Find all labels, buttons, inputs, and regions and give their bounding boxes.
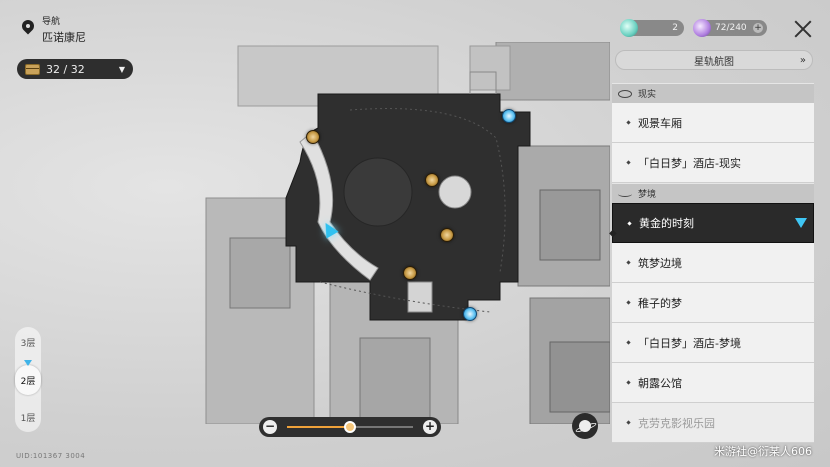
bullet-icon xyxy=(626,420,631,425)
star-rail-map-button[interactable]: 星轨航图 » xyxy=(615,50,813,70)
zoom-slider[interactable] xyxy=(287,421,413,433)
list-item-label: 黄金的时刻 xyxy=(639,217,694,230)
chest-count: 32 / 32 xyxy=(46,62,85,76)
bullet-icon xyxy=(626,300,631,305)
list-item-clock-studios[interactable]: 克劳克影视乐园 xyxy=(612,403,814,443)
treasure-chest-counter[interactable]: 32 / 32 ▼ xyxy=(17,59,133,79)
bullet-icon xyxy=(627,220,632,226)
chevron-down-icon: ▼ xyxy=(118,64,125,74)
eye-icon xyxy=(618,89,632,98)
bullet-icon xyxy=(626,260,631,265)
list-item-dream-edge[interactable]: 筑梦边境 xyxy=(612,243,814,283)
map-canvas[interactable] xyxy=(200,42,610,424)
zoom-slider-fill xyxy=(287,426,350,428)
fuel-orb-icon xyxy=(620,19,638,37)
section-title: 梦境 xyxy=(638,190,657,200)
list-item-childs-dream[interactable]: 稚子的梦 xyxy=(612,283,814,323)
bullet-icon xyxy=(626,120,631,125)
map-pin-icon xyxy=(20,20,36,40)
floor-label: 2层 xyxy=(20,376,36,387)
star-rail-map-label: 星轨航图 xyxy=(694,56,734,68)
floor-button-3[interactable]: 3层 xyxy=(20,338,36,349)
add-power-button[interactable]: + xyxy=(753,23,763,33)
planet-icon[interactable] xyxy=(572,413,598,439)
list-item-label: 朝露公馆 xyxy=(638,376,682,390)
space-anchor-icon[interactable] xyxy=(463,307,477,321)
section-reality: 现实 xyxy=(612,83,814,103)
floor-button-2[interactable]: 2层 xyxy=(15,360,41,395)
space-anchor-icon[interactable] xyxy=(502,109,516,123)
map-layout xyxy=(205,42,610,424)
watermark: 米游社@衍某人606 xyxy=(714,445,812,458)
zoom-out-button[interactable]: − xyxy=(263,419,277,434)
bullet-icon xyxy=(626,340,631,345)
treasure-chest-icon xyxy=(25,63,40,75)
section-dreamscape: 梦境 xyxy=(612,183,814,203)
selection-pointer-icon: ◆ xyxy=(609,228,617,239)
navigation-label: 导航 xyxy=(42,17,61,27)
list-item-label: 克劳克影视乐园 xyxy=(638,416,715,430)
list-item-label: 筑梦边境 xyxy=(638,256,682,270)
npc-marker[interactable] xyxy=(440,228,454,242)
zoom-in-button[interactable]: + xyxy=(423,419,437,434)
location-name: 匹诺康尼 xyxy=(42,31,86,44)
list-item-label: 观景车厢 xyxy=(638,116,682,130)
trailblaze-power-icon xyxy=(693,19,711,37)
list-item-label: 「白日梦」酒店-现实 xyxy=(638,156,741,170)
zoom-control: − + xyxy=(259,417,441,437)
list-item-label: 稚子的梦 xyxy=(638,296,682,310)
double-chevron-right-icon: » xyxy=(799,54,806,66)
bullet-icon xyxy=(626,160,631,165)
location-list[interactable]: 现实 观景车厢 「白日梦」酒店-现实 梦境 黄金的时刻 筑梦边境 稚子的梦 「白… xyxy=(612,83,814,467)
current-location-icon xyxy=(795,218,807,228)
floor-button-1[interactable]: 1层 xyxy=(20,413,36,424)
list-item-hotel-dreamscape[interactable]: 「白日梦」酒店-梦境 xyxy=(612,323,814,363)
list-item-dewlight-pavilion[interactable]: 朝露公馆 xyxy=(612,363,814,403)
uid-label: UID:101367 3004 xyxy=(16,452,86,460)
list-item-observation-car[interactable]: 观景车厢 xyxy=(612,103,814,143)
npc-marker[interactable] xyxy=(306,130,320,144)
trailblaze-power-value: 72/240 xyxy=(715,23,747,33)
current-floor-icon xyxy=(24,360,32,366)
navigation-header: 导航 匹诺康尼 xyxy=(20,14,86,45)
zoom-slider-thumb[interactable] xyxy=(344,421,356,433)
close-icon[interactable] xyxy=(793,19,813,39)
fuel-counter[interactable]: 2 xyxy=(620,19,684,37)
trailblaze-power-counter[interactable]: 72/240 + xyxy=(693,19,767,37)
list-item-hotel-reality[interactable]: 「白日梦」酒店-现实 xyxy=(612,143,814,183)
section-title: 现实 xyxy=(638,90,657,100)
bullet-icon xyxy=(626,380,631,385)
npc-marker[interactable] xyxy=(425,173,439,187)
floor-selector: 3层 2层 1层 xyxy=(15,327,41,432)
wave-icon xyxy=(618,191,632,197)
npc-marker[interactable] xyxy=(403,266,417,280)
fuel-value: 2 xyxy=(672,23,678,33)
list-item-label: 「白日梦」酒店-梦境 xyxy=(638,336,741,350)
list-item-golden-hour[interactable]: 黄金的时刻 xyxy=(612,203,814,243)
